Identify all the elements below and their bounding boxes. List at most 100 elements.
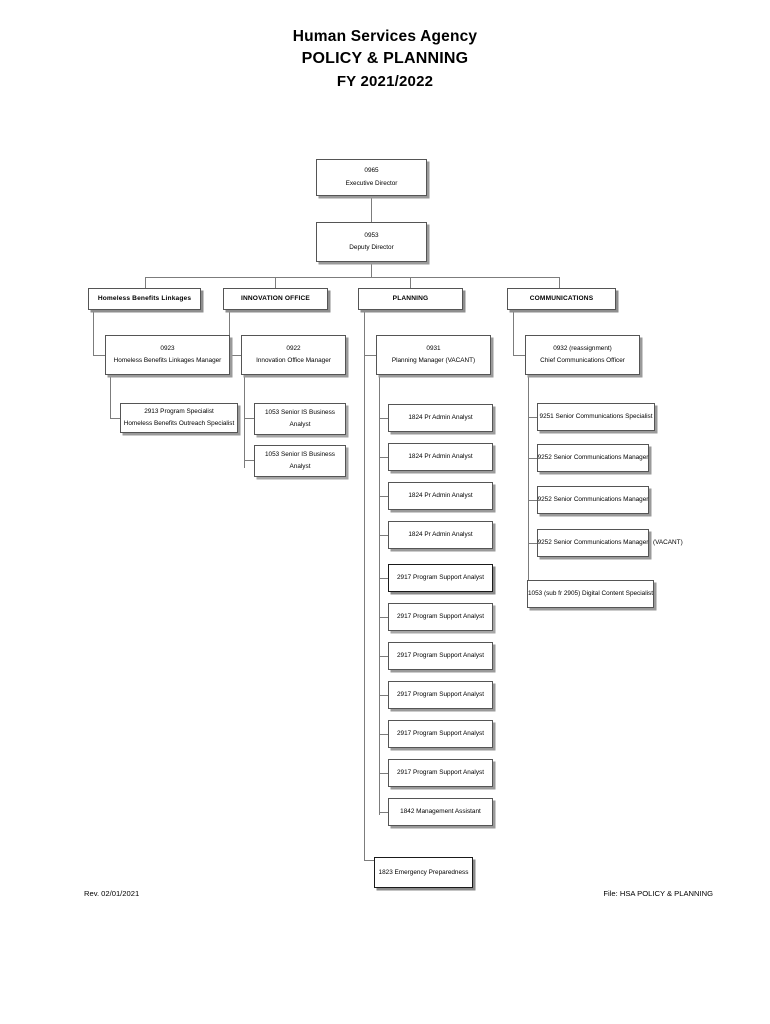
connector-exec-to-deputy: [371, 196, 372, 222]
node-communications-staff[interactable]: 1053 (sub fr 2905) Digital Content Speci…: [527, 580, 654, 608]
connector-elbow-planning-staff-2: [379, 457, 388, 458]
connector-spine-communications-header: [513, 310, 514, 355]
connector-elbow-planning-staff-4: [379, 535, 388, 536]
node-label: 1824 Pr Admin Analyst: [408, 453, 473, 461]
node-label: 1053 (sub fr 2905) Digital Content Speci…: [527, 590, 654, 598]
connector-spine-planning-header: [364, 310, 365, 355]
division-header-planning[interactable]: PLANNING: [358, 288, 463, 310]
title-line-agency: Human Services Agency: [292, 28, 478, 45]
connector-elbow-homeless-manager: [93, 355, 105, 356]
node-code: 0965: [364, 167, 379, 175]
node-chief-communications-officer[interactable]: 0932 (reassignment) Chief Communications…: [525, 335, 640, 375]
connector-spine-homeless-staff: [110, 375, 111, 418]
node-label: 2917 Program Support Analyst: [396, 769, 485, 777]
node-planning-staff[interactable]: 2917 Program Support Analyst: [388, 603, 493, 631]
node-line-1: 1053 Senior IS Business: [265, 450, 335, 458]
connector-elbow-innovation-staff-1: [244, 418, 254, 419]
node-planning-staff-highlighted[interactable]: 2917 Program Support Analyst: [388, 564, 493, 592]
connector-spine-planning-to-emergency: [364, 355, 365, 860]
connector-elbow-planning-staff-6: [379, 617, 388, 618]
node-code: 0922: [286, 344, 301, 352]
node-communications-staff[interactable]: 9252 Senior Communications Manager: [537, 444, 649, 472]
connector-spine-homeless-header: [93, 310, 94, 355]
division-header-communications[interactable]: COMMUNICATIONS: [507, 288, 616, 310]
node-label: 2917 Program Support Analyst: [396, 574, 485, 582]
connector-elbow-planning-staff-3: [379, 496, 388, 497]
node-label: 1842 Management Assistant: [400, 808, 481, 816]
node-innovation-staff[interactable]: 1053 Senior IS Business Analyst: [254, 403, 346, 435]
connector-division-drop-4: [559, 277, 560, 289]
title-line-fiscal-year: FY 2021/2022: [336, 72, 434, 90]
node-label: 2917 Program Support Analyst: [396, 613, 485, 621]
node-label: 1824 Pr Admin Analyst: [408, 531, 473, 539]
node-line-2: Homeless Benefits Outreach Specialist: [123, 420, 235, 427]
node-planning-staff[interactable]: 2917 Program Support Analyst: [388, 720, 493, 748]
connector-division-drop-3: [410, 277, 411, 289]
connector-division-drop-1: [145, 277, 146, 289]
connector-deputy-drop: [371, 262, 372, 277]
node-planning-staff[interactable]: 1842 Management Assistant: [388, 798, 493, 826]
division-header-label: INNOVATION OFFICE: [241, 295, 310, 303]
node-label: 2917 Program Support Analyst: [396, 652, 485, 660]
node-role: Executive Director: [345, 179, 398, 187]
node-innovation-staff[interactable]: 1053 Senior IS Business Analyst: [254, 445, 346, 477]
node-label: 9252 Senior Communications Manager: [537, 539, 649, 547]
node-planning-manager[interactable]: 0931 Planning Manager (VACANT): [376, 335, 491, 375]
node-line-1: 2913 Program Specialist: [144, 407, 214, 415]
node-code: 0923: [160, 344, 175, 352]
division-header-label: COMMUNICATIONS: [529, 295, 594, 303]
node-code: 0953: [364, 231, 379, 239]
connector-elbow-planning-staff-7: [379, 656, 388, 657]
node-label: 2917 Program Support Analyst: [396, 730, 485, 738]
footer-revision: Rev. 02/01/2021: [84, 889, 140, 898]
node-role: Chief Communications Officer: [540, 357, 625, 364]
connector-division-drop-2: [275, 277, 276, 289]
connector-elbow-planning-manager: [364, 355, 376, 356]
node-deputy-director[interactable]: 0953 Deputy Director: [316, 222, 427, 262]
label-communications-manager-vacant: (VACANT): [653, 539, 683, 546]
node-communications-staff[interactable]: 9251 Senior Communications Specialist: [537, 403, 655, 431]
node-role: Deputy Director: [349, 244, 394, 251]
connector-elbow-planning-staff-9: [379, 734, 388, 735]
node-line-2: Analyst: [289, 421, 311, 428]
node-code: 0931: [426, 344, 441, 352]
node-innovation-office-manager[interactable]: 0922 Innovation Office Manager: [241, 335, 346, 375]
connector-spine-communications-staff: [528, 375, 529, 595]
node-planning-staff[interactable]: 2917 Program Support Analyst: [388, 681, 493, 709]
connector-elbow-communications-staff-3: [528, 500, 537, 501]
connector-elbow-communications-manager: [513, 355, 525, 356]
title-line-department: POLICY & PLANNING: [301, 50, 469, 67]
node-label: 2917 Program Support Analyst: [396, 691, 485, 699]
node-label: 9252 Senior Communications Manager: [537, 496, 649, 504]
node-executive-director[interactable]: 0965 Executive Director: [316, 159, 427, 196]
connector-elbow-homeless-staff-1: [110, 418, 120, 419]
division-header-label: PLANNING: [392, 295, 429, 303]
connector-elbow-communications-staff-2: [528, 458, 537, 459]
node-line-2: Analyst: [289, 463, 311, 470]
node-planning-staff[interactable]: 1824 Pr Admin Analyst: [388, 521, 493, 549]
node-communications-staff[interactable]: 9252 Senior Communications Manager: [537, 529, 649, 557]
node-planning-staff[interactable]: 1824 Pr Admin Analyst: [388, 443, 493, 471]
page-title: Human Services Agency POLICY & PLANNING …: [0, 26, 770, 92]
division-header-homeless-benefits-linkages[interactable]: Homeless Benefits Linkages: [88, 288, 201, 310]
node-homeless-benefits-linkages-manager[interactable]: 0923 Homeless Benefits Linkages Manager: [105, 335, 230, 375]
connector-elbow-communications-staff-1: [528, 417, 537, 418]
node-planning-staff[interactable]: 1824 Pr Admin Analyst: [388, 482, 493, 510]
connector-spine-planning-staff: [379, 375, 380, 815]
node-homeless-staff[interactable]: 2913 Program Specialist Homeless Benefit…: [120, 403, 238, 433]
connector-elbow-communications-staff-4: [528, 543, 537, 544]
node-communications-staff[interactable]: 9252 Senior Communications Manager: [537, 486, 649, 514]
connector-elbow-planning-staff-5: [379, 578, 388, 579]
connector-elbow-innovation-manager: [229, 355, 241, 356]
node-planning-staff[interactable]: 2917 Program Support Analyst: [388, 759, 493, 787]
connector-division-bus: [145, 277, 559, 278]
node-label: 1824 Pr Admin Analyst: [408, 414, 473, 422]
node-emergency-preparedness[interactable]: 1823 Emergency Preparedness: [374, 857, 473, 888]
node-role: Planning Manager (VACANT): [391, 357, 476, 364]
node-planning-staff[interactable]: 2917 Program Support Analyst: [388, 642, 493, 670]
division-header-innovation-office[interactable]: INNOVATION OFFICE: [223, 288, 328, 310]
node-planning-staff[interactable]: 1824 Pr Admin Analyst: [388, 404, 493, 432]
connector-elbow-emergency: [364, 860, 374, 861]
node-line-1: 1053 Senior IS Business: [265, 408, 335, 416]
